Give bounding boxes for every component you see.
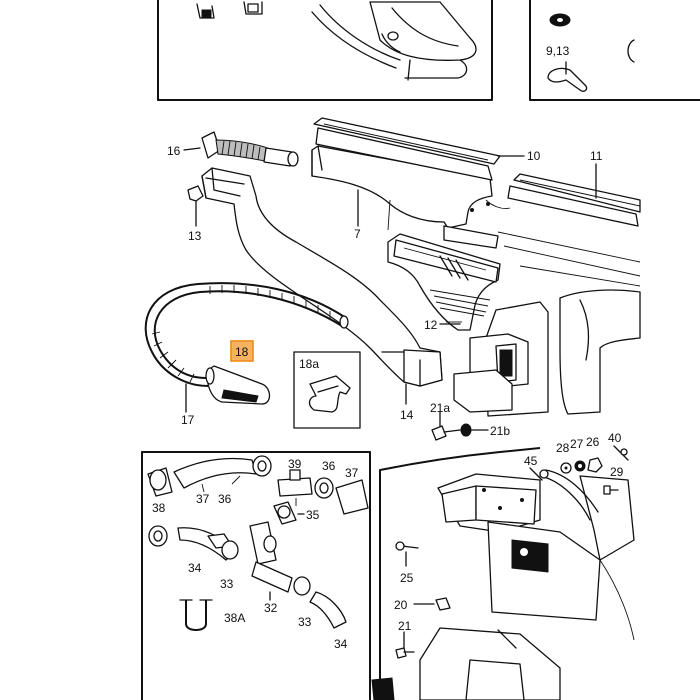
clamp-36-icon [252,455,272,477]
callout-18: 18 [235,345,249,359]
hose-37-icon [147,457,257,497]
part-12-vent-duct [387,233,501,331]
callout-13: 13 [188,229,202,243]
callout-21a: 21a [430,401,450,415]
washer-28-icon [560,462,572,474]
callout-35: 35 [306,508,320,522]
washer-icon [549,13,571,27]
leader-lines [201,199,462,506]
hardware-small-parts [395,445,629,659]
callout-9-13: 9,13 [546,44,570,58]
part-18-nozzle [205,365,271,405]
highlight-18-box [230,340,254,362]
clip-20-icon [413,597,451,611]
part-14-outlet-duct [201,167,443,405]
callout-45: 45 [524,454,538,468]
callout-18a: 18a [299,357,319,371]
callout-25: 25 [400,571,414,585]
callout-12: 12 [424,318,438,332]
clip-38A-icon [179,599,213,631]
duct-nozzle-icon [311,1,477,81]
heater-box-bottom-right [371,447,635,700]
callout-32: 32 [264,601,278,615]
part-10-strip [313,117,525,181]
clip-9-13-icon [547,61,588,92]
tee-39-icon [277,469,313,497]
callout-7: 7 [354,227,361,241]
callout-37-a: 37 [345,466,359,480]
clip-40-icon [613,445,629,461]
callout-14: 14 [400,408,414,422]
callout-29: 29 [610,465,624,479]
callout-28: 28 [556,441,570,455]
inset-top-left [157,0,493,101]
callout-38A: 38A [224,611,245,625]
callout-20: 20 [394,598,408,612]
callout-17: 17 [181,413,195,427]
callout-33-b: 33 [298,615,312,629]
clamp-38-icon [148,525,168,547]
callout-26: 26 [586,435,600,449]
callout-27: 27 [570,437,584,451]
part-13-clip [187,185,204,227]
clamp-33b-icon [293,576,311,596]
screw-21-icon [395,631,415,659]
screw-29-icon [603,485,619,495]
callout-39: 39 [288,457,302,471]
part-17-flex-hose [144,282,349,413]
valve-32-icon [249,521,293,601]
callout-21: 21 [398,619,412,633]
hose-34b-icon [309,591,347,629]
callout-38: 38 [152,501,166,515]
callout-34-b: 34 [334,637,348,651]
inset-18a [293,351,361,429]
clamp-33-icon [221,540,239,560]
callout-34-a: 34 [188,561,202,575]
screw-45-icon [529,467,549,481]
screw-25-icon [395,541,419,567]
clamp-36b-icon [314,477,334,499]
callout-40: 40 [608,431,622,445]
callout-11: 11 [590,149,603,163]
callout-36-b: 36 [218,492,232,506]
callout-37-b: 37 [196,492,210,506]
nut-26-icon [587,457,603,473]
inset-top-right [529,0,700,101]
part-7-center-duct [311,145,499,249]
part-21a-21b-screw [431,411,489,441]
right-housing [453,231,641,417]
inset-bottom-left [141,451,371,700]
callout-33-a: 33 [220,577,234,591]
washer-27-icon [574,460,586,472]
part-11-strip [470,163,641,227]
part-16-hose [183,131,299,167]
callout-labels: 16 13 7 10 11 12 18 18a 17 14 21a 21b 9,… [152,44,624,651]
valve-35-icon [273,501,305,525]
callout-16: 16 [167,144,181,158]
hose-37b-icon [335,479,369,515]
clip-part-icon [196,1,263,19]
callout-36-a: 36 [322,459,336,473]
callout-10: 10 [527,149,541,163]
callout-21b: 21b [490,424,510,438]
